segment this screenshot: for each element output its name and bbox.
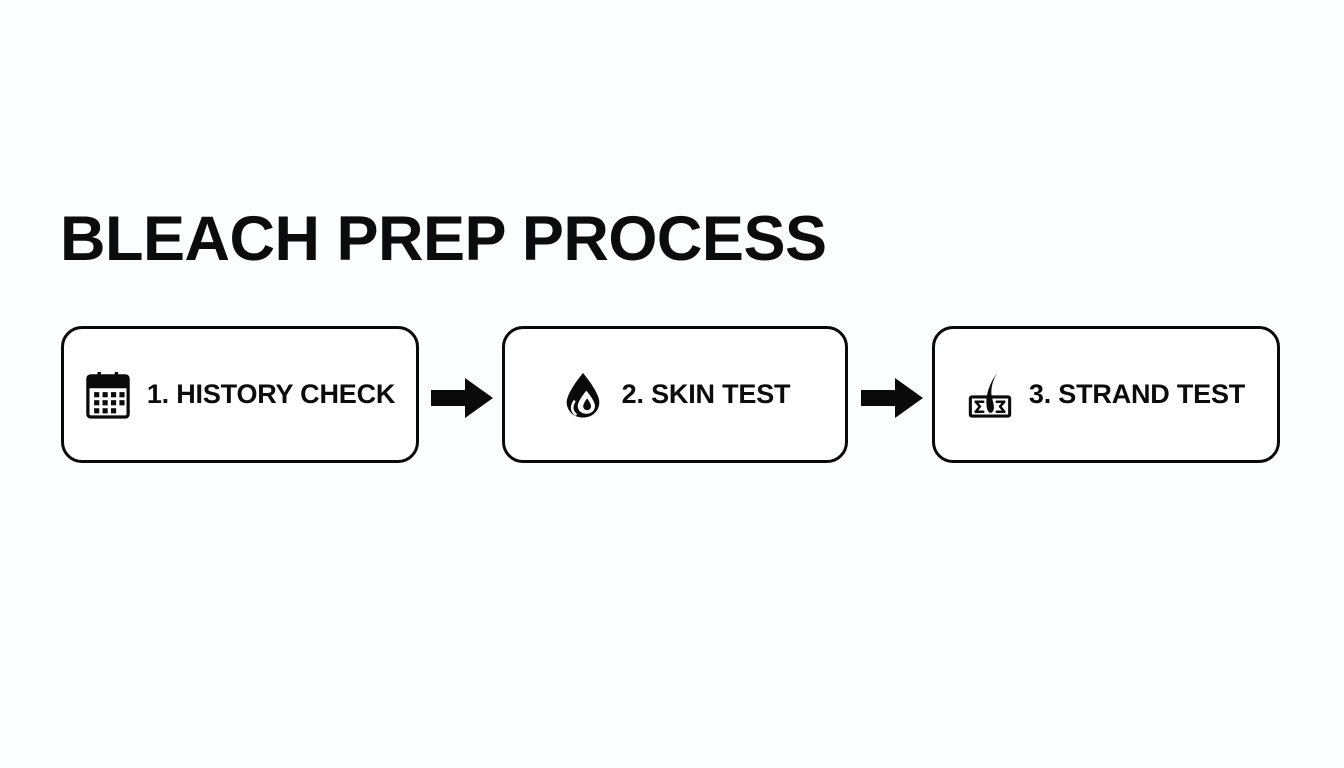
process-flow: 1. HISTORY CHECK 2.	[0, 326, 1344, 466]
page-title: BLEACH PREP PROCESS	[60, 204, 827, 274]
arrow-right-icon-2	[861, 376, 923, 420]
calendar-icon	[85, 370, 131, 420]
water-droplet-icon	[560, 370, 606, 420]
step-card-skin-test[interactable]: 2. SKIN TEST	[502, 326, 848, 463]
arrow-right-icon-1	[431, 376, 493, 420]
step-label-skin-test: 2. SKIN TEST	[621, 379, 791, 409]
step-card-strand-test[interactable]: 3. STRAND TEST	[932, 326, 1280, 463]
hair-follicle-icon	[967, 370, 1013, 420]
step-label-history-check: 1. HISTORY CHECK	[146, 379, 396, 409]
step-label-strand-test: 3. STRAND TEST	[1028, 379, 1246, 409]
step-card-history-check[interactable]: 1. HISTORY CHECK	[61, 326, 419, 463]
